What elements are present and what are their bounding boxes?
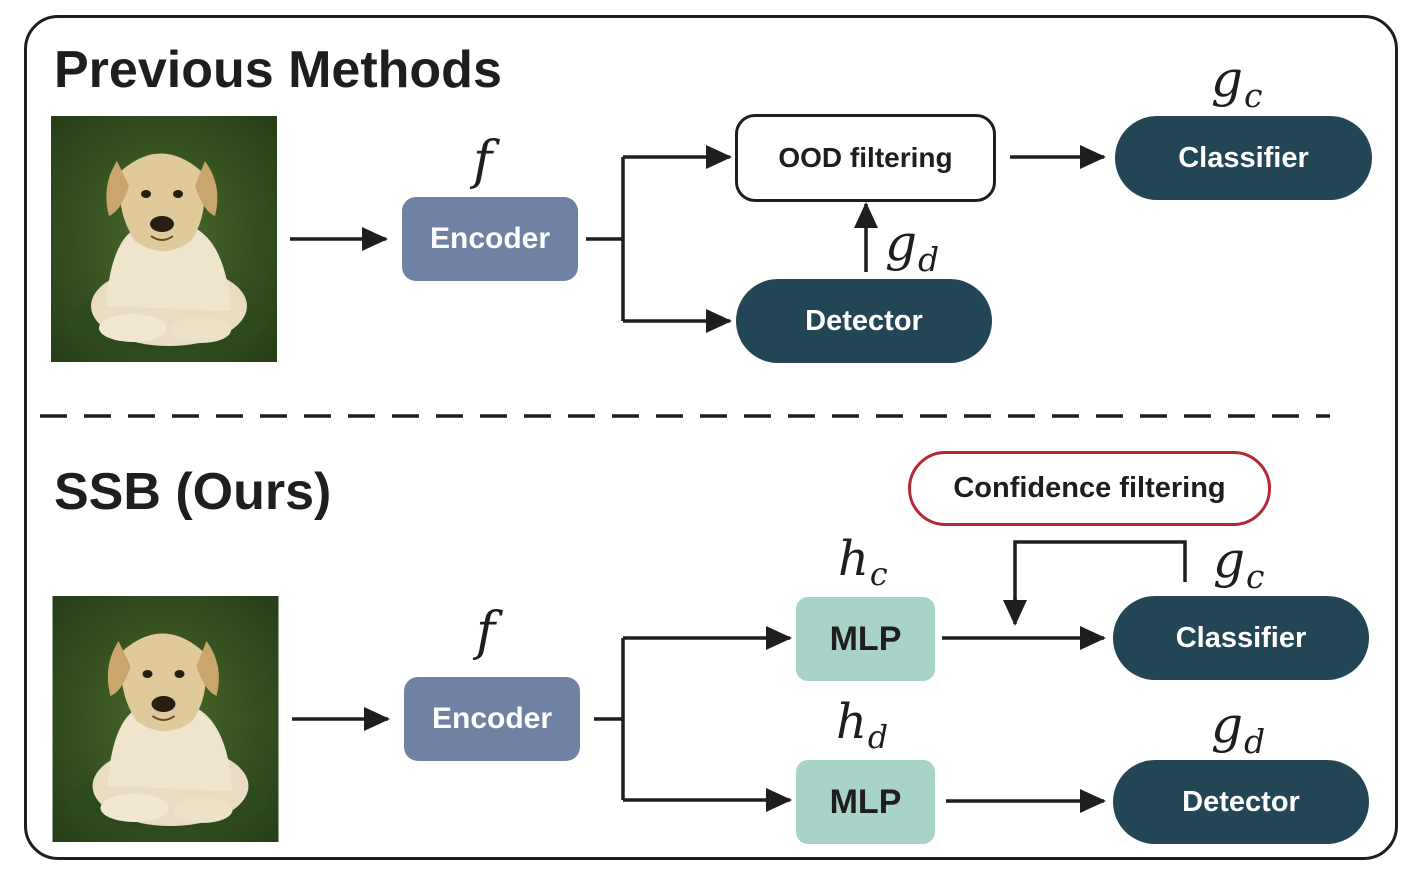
mlp-d-symbol: hd — [836, 694, 889, 757]
detector-box-top: Detector — [736, 279, 992, 363]
mlp-c-symbol: hc — [838, 531, 888, 594]
branch-line-bottom — [594, 638, 625, 800]
branch-line-top — [586, 157, 625, 321]
mlp-d-label: MLP — [829, 782, 902, 821]
diagram-frame — [24, 15, 1398, 860]
classifier-label: Classifier — [1175, 621, 1307, 654]
confidence-filtering-label: Confidence filtering — [953, 472, 1226, 504]
section-title-ssb: SSB (Ours) — [54, 463, 332, 521]
encoder-box-bottom: Encoder — [404, 677, 580, 761]
detector-label: Detector — [805, 304, 923, 337]
section-title-previous: Previous Methods — [54, 41, 502, 99]
detector-symbol-bottom: gd — [1211, 696, 1266, 761]
mlp-c-label: MLP — [829, 619, 902, 658]
classifier-box-bottom: Classifier — [1113, 596, 1369, 680]
feedback-loop — [1013, 540, 1187, 600]
classifier-symbol-bottom: gc — [1213, 531, 1265, 596]
encoder-label: Encoder — [431, 702, 553, 735]
input-image-top — [51, 116, 277, 362]
classifier-symbol-top: gc — [1211, 50, 1263, 115]
confidence-filtering-box: Confidence filtering — [908, 451, 1271, 526]
dog-photo-icon — [51, 116, 277, 362]
mlp-d-box: MLP — [796, 760, 935, 844]
detector-box-bottom: Detector — [1113, 760, 1369, 844]
classifier-label: Classifier — [1178, 141, 1309, 174]
encoder-label: Encoder — [429, 222, 551, 255]
mlp-c-box: MLP — [796, 597, 935, 681]
detector-symbol-top: gd — [885, 214, 940, 279]
ood-filtering-label: OOD filtering — [778, 142, 953, 173]
encoder-symbol-bottom: f — [476, 602, 496, 662]
encoder-box-top: Encoder — [402, 197, 578, 281]
classifier-box-top: Classifier — [1115, 116, 1372, 200]
encoder-symbol-top: f — [473, 131, 493, 191]
dog-photo-icon — [52, 596, 279, 842]
detector-label: Detector — [1182, 785, 1300, 818]
ood-filtering-box: OOD filtering — [735, 114, 996, 202]
input-image-bottom — [52, 596, 279, 842]
